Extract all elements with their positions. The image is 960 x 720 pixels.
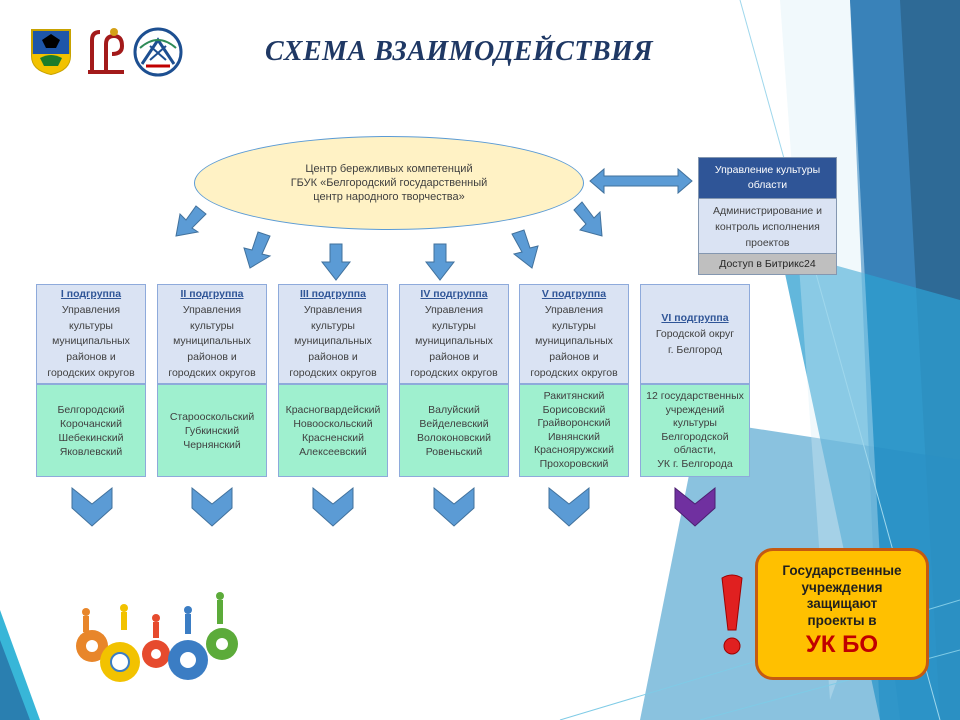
bitrix24-access-label: Доступ в Битрикс24 xyxy=(698,254,837,275)
group-3-members: Красногвардейский Новооскольский Краснен… xyxy=(278,384,388,477)
page-title: СХЕМА ВЗАИМОДЕЙСТВИЯ xyxy=(265,36,654,67)
notice-emphasis: УК БО xyxy=(805,631,879,658)
notice-box: Государственные учреждения защищают прое… xyxy=(755,548,929,680)
creativity-center-emblem-icon xyxy=(133,27,183,77)
group-3-name[interactable]: III подгруппа xyxy=(300,288,366,300)
group-3-header: III подгруппа Управления культуры муници… xyxy=(278,284,388,384)
group-1-description: Управления культуры муниципальных районо… xyxy=(47,303,135,379)
group-1-header: I подгруппа Управления культуры муниципа… xyxy=(36,284,146,384)
culture-department-title: Управление культуры области xyxy=(698,157,837,199)
competence-center-label: Центр бережливых компетенций ГБУК «Белго… xyxy=(290,163,488,203)
exclamation-icon xyxy=(721,574,743,655)
group-1: I подгруппа Управления культуры муниципа… xyxy=(36,284,146,477)
group-4: IV подгруппа Управления культуры муницип… xyxy=(399,284,509,477)
group-5-header: V подгруппа Управления культуры муниципа… xyxy=(519,284,629,384)
group-4-members: Валуйский Вейделевский Волоконовский Ров… xyxy=(399,384,509,477)
group-2-description: Управления культуры муниципальных районо… xyxy=(168,303,256,379)
group-2-name[interactable]: II подгруппа xyxy=(180,288,244,300)
arrow-to-group-3-icon xyxy=(320,243,352,281)
group-5-name[interactable]: V подгруппа xyxy=(541,288,607,300)
group-1-members: Белгородский Корочанский Шебекинский Яко… xyxy=(36,384,146,477)
arrow-to-group-4-icon xyxy=(424,243,456,281)
group-4-name[interactable]: IV подгруппа xyxy=(420,288,488,300)
group-6-name[interactable]: VI подгруппа xyxy=(661,312,729,324)
culture-department-role: Администрирование и контроль исполнения … xyxy=(698,199,837,254)
teamwork-gears-icon xyxy=(76,592,238,682)
chevrons-row xyxy=(71,486,716,527)
group-1-name[interactable]: I подгруппа xyxy=(60,288,122,300)
chevron-down-icon xyxy=(433,486,475,527)
notice-text: Государственные учреждения защищают прое… xyxy=(782,563,902,628)
culture-department-panel: Управление культуры области Администриро… xyxy=(698,157,837,275)
culture-emblem-icon xyxy=(88,28,125,74)
arrow-to-group-1-icon xyxy=(175,205,207,237)
chevron-down-icon xyxy=(674,486,716,527)
group-2: II подгруппа Управления культуры муницип… xyxy=(157,284,267,477)
group-3-description: Управления культуры муниципальных районо… xyxy=(289,303,377,379)
chevron-down-icon xyxy=(71,486,113,527)
group-5-members: Ракитянский Борисовский Грайворонский Ив… xyxy=(519,384,629,477)
group-5: V подгруппа Управления культуры муниципа… xyxy=(519,284,629,477)
chevron-down-icon xyxy=(191,486,233,527)
group-4-header: IV подгруппа Управления культуры муницип… xyxy=(399,284,509,384)
chevron-down-icon xyxy=(312,486,354,527)
arrow-to-group-5-icon xyxy=(511,229,539,269)
group-2-header: II подгруппа Управления культуры муницип… xyxy=(157,284,267,384)
competence-center-node: Центр бережливых компетенций ГБУК «Белго… xyxy=(194,136,584,230)
arrow-to-group-6-icon xyxy=(573,201,603,237)
group-6: VI подгруппа Городской округ г. Белгород… xyxy=(640,284,750,477)
group-4-description: Управления культуры муниципальных районо… xyxy=(410,303,498,379)
region-coat-of-arms-icon xyxy=(31,29,71,76)
group-3: III подгруппа Управления культуры муници… xyxy=(278,284,388,477)
distribution-arrows xyxy=(175,201,603,281)
group-2-members: Старооскольский Губкинский Чернянский xyxy=(157,384,267,477)
group-5-description: Управления культуры муниципальных районо… xyxy=(530,303,618,379)
chevron-down-icon xyxy=(548,486,590,527)
group-6-description: Городской округ г. Белгород xyxy=(655,327,735,356)
bidirectional-arrow-icon xyxy=(589,167,693,195)
group-6-members: 12 государственных учреждений культуры Б… xyxy=(640,384,750,477)
group-6-header: VI подгруппа Городской округ г. Белгород xyxy=(640,284,750,384)
arrow-to-group-2-icon xyxy=(243,231,272,269)
